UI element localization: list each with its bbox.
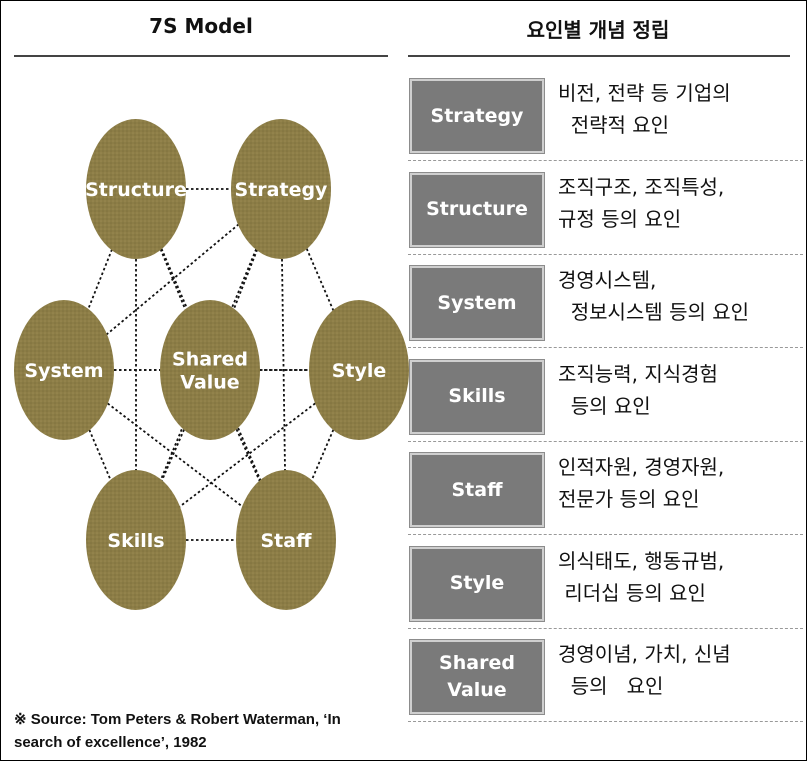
factor-row: Skills 조직능력, 지식경험 등의 요인 bbox=[408, 350, 803, 442]
node-style-label: Style bbox=[332, 360, 387, 382]
node-system-ellipse bbox=[14, 300, 114, 440]
factor-description-line: 경영이념, 가치, 신념 bbox=[558, 642, 731, 666]
factor-description-line: 인적자원, 경영자원, bbox=[558, 455, 725, 479]
factor-name: System bbox=[437, 291, 517, 314]
node-staff-ellipse bbox=[236, 470, 336, 610]
factor-description-line: 등의 요인 bbox=[558, 674, 664, 698]
node-shared-label: Value bbox=[180, 372, 239, 394]
node-skills-label: Skills bbox=[107, 530, 164, 552]
factor-description: 경영시스템, 정보시스템 등의 요인 bbox=[558, 264, 798, 328]
factor-description: 비전, 전략 등 기업의 전략적 요인 bbox=[558, 77, 798, 141]
factor-badge: Strategy bbox=[410, 79, 544, 153]
link-strategy-staff bbox=[280, 188, 287, 541]
factor-description-line: 경영시스템, bbox=[558, 268, 657, 292]
node-style-ellipse bbox=[309, 300, 409, 440]
row-separator bbox=[408, 253, 803, 255]
row-separator bbox=[408, 721, 803, 722]
row-separator bbox=[408, 440, 803, 442]
factor-description: 조직구조, 조직특성, 규정 등의 요인 bbox=[558, 171, 798, 235]
factor-name: Structure bbox=[426, 198, 528, 220]
factor-description-line: 조직능력, 지식경험 bbox=[558, 361, 718, 386]
row-separator bbox=[408, 534, 803, 535]
node-strategy-label: Strategy bbox=[235, 179, 329, 201]
node-structure-ellipse bbox=[86, 119, 186, 259]
factor-name: Value bbox=[447, 679, 507, 701]
factor-badge: System bbox=[410, 266, 544, 340]
factor-description-line: 비전, 전략 등 기업의 bbox=[558, 81, 731, 105]
factor-name: Skills bbox=[448, 385, 506, 407]
factor-description-line: 정보시스템 등의 요인 bbox=[558, 300, 750, 324]
source-line-1: ※ Source: Tom Peters & Robert Waterman, … bbox=[14, 711, 341, 728]
node-skills: Skills bbox=[86, 470, 186, 610]
factor-name: Shared bbox=[439, 652, 515, 674]
node-strategy-ellipse bbox=[231, 119, 331, 259]
row-separator bbox=[408, 627, 803, 629]
factor-description: 의식태도, 행동규범, 리더십 등의 요인 bbox=[558, 545, 798, 609]
node-staff-label: Staff bbox=[261, 530, 313, 552]
row-separator bbox=[408, 347, 803, 348]
node-skills-ellipse bbox=[86, 470, 186, 610]
factor-badge: Staff bbox=[410, 453, 544, 527]
factor-description-line: 전문가 등의 요인 bbox=[558, 487, 700, 511]
factor-description-line: 규정 등의 요인 bbox=[558, 206, 682, 231]
factor-badge: Style bbox=[410, 546, 544, 621]
factor-description-line: 리더십 등의 요인 bbox=[558, 580, 706, 605]
factor-description: 조직능력, 지식경험 등의 요인 bbox=[558, 358, 798, 422]
node-system: System bbox=[14, 300, 114, 440]
node-structure: Structure bbox=[85, 119, 187, 259]
factor-name: Staff bbox=[451, 478, 503, 501]
node-structure-label: Structure bbox=[85, 179, 187, 201]
factor-row: Strategy 비전, 전략 등 기업의 전략적 요인 bbox=[408, 69, 803, 161]
factor-description-line: 전략적 요인 bbox=[558, 113, 670, 137]
factor-badge: Skills bbox=[410, 359, 544, 434]
node-shared-ellipse bbox=[160, 300, 260, 440]
node-system-label: System bbox=[24, 360, 103, 382]
factor-description-line: 의식태도, 행동규범, bbox=[558, 548, 725, 573]
factor-description-line: 조직구조, 조직특성, bbox=[558, 174, 725, 199]
node-staff: Staff bbox=[236, 470, 336, 610]
factor-row: Staff 인적자원, 경영자원, 전문가 등의 요인 bbox=[408, 443, 803, 535]
factor-row: System 경영시스템, 정보시스템 등의 요인 bbox=[408, 256, 803, 348]
source-note: ※ Source: Tom Peters & Robert Waterman, … bbox=[14, 708, 394, 754]
model-title: 7S Model bbox=[149, 14, 253, 38]
factor-description-line: 등의 요인 bbox=[558, 393, 651, 418]
left-title-rule bbox=[14, 55, 388, 57]
factor-title: 요인별 개념 정립 bbox=[526, 18, 670, 42]
factor-row: Structure 조직구조, 조직특성, 규정 등의 요인 bbox=[408, 163, 803, 255]
factor-description: 인적자원, 경영자원, 전문가 등의 요인 bbox=[558, 451, 798, 515]
factor-description: 경영이념, 가치, 신념 등의 요인 bbox=[558, 638, 798, 702]
factor-name: Strategy bbox=[430, 104, 524, 127]
source-line-2: search of excellence’, 1982 bbox=[14, 734, 207, 751]
factor-name: Style bbox=[449, 572, 505, 594]
row-separator bbox=[408, 160, 803, 161]
factor-badge: Structure bbox=[410, 172, 544, 247]
node-strategy: Strategy bbox=[231, 119, 331, 259]
node-style: Style bbox=[309, 300, 409, 440]
right-title-rule bbox=[408, 55, 790, 57]
node-shared-label: Shared bbox=[172, 349, 248, 371]
factor-row: Style 의식태도, 행동규범, 리더십 등의 요인 bbox=[408, 537, 803, 629]
